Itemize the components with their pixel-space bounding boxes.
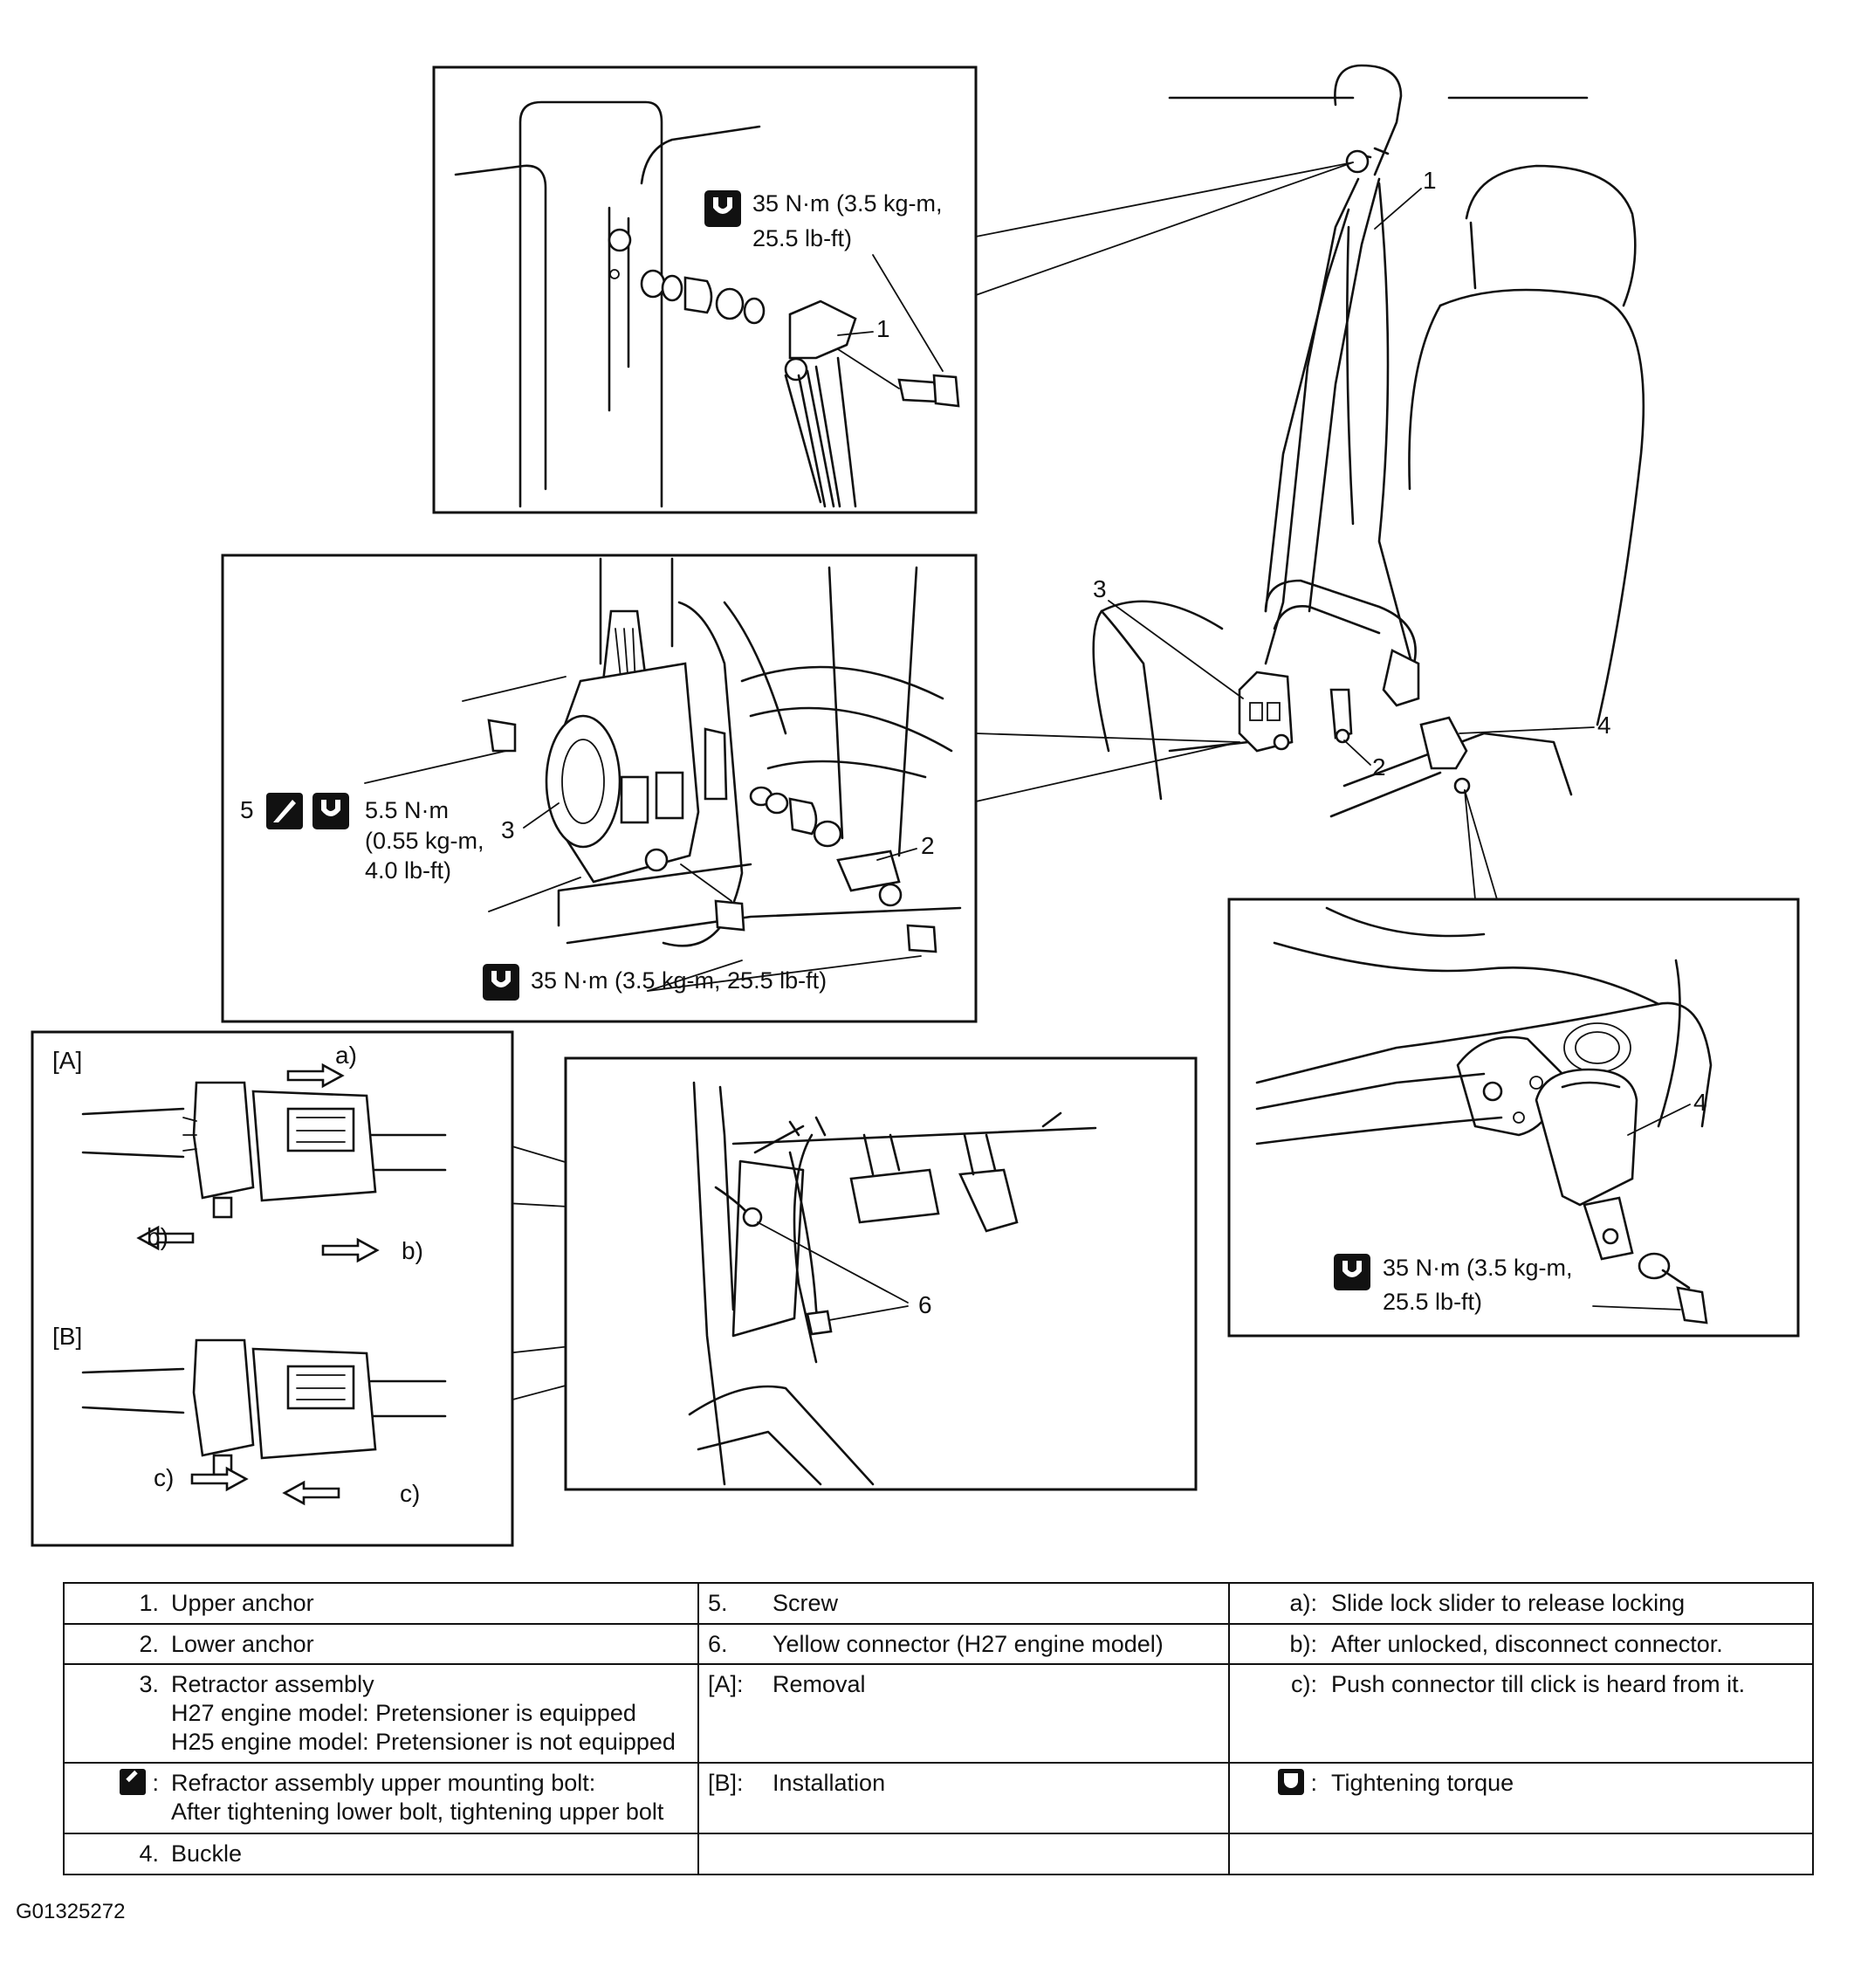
legend-cell (1228, 1833, 1814, 1875)
bolt-icon (266, 793, 303, 829)
buckle-detail: 4 35 N·m (3.5 kg-m, 25.5 lb-ft) (1227, 898, 1800, 1338)
wrench-icon (312, 793, 349, 829)
callout-3: 3 (1093, 575, 1107, 602)
torque-buckle-line2: 25.5 lb-ft) (1383, 1289, 1482, 1315)
torque-retractor-line2: (0.55 kg-m, (365, 828, 484, 854)
installation-tag: [B] (52, 1323, 82, 1350)
legend-cell: :Refractor assembly upper mounting bolt:… (63, 1762, 699, 1835)
legend-cell: :Tightening torque (1228, 1762, 1814, 1835)
torque-retractor-line3: 4.0 lb-ft) (365, 857, 451, 884)
torque-lower-bolts: 35 N·m (3.5 kg-m, 25.5 lb-ft) (531, 967, 827, 994)
torque-upper-line2: 25.5 lb-ft) (752, 225, 852, 251)
legend-cell: 5.Screw (697, 1582, 1230, 1625)
torque-buckle-line1: 35 N·m (3.5 kg-m, (1383, 1255, 1573, 1281)
legend-cell (697, 1833, 1230, 1875)
legend-cell: 6.Yellow connector (H27 engine model) (697, 1622, 1230, 1666)
legend-cell: [B]:Installation (697, 1762, 1230, 1835)
callout-1: 1 (1423, 167, 1437, 194)
seat-illustration: 1 3 2 4 (1092, 64, 1645, 818)
retractor-detail: 2 3 5 5.5 N·m (0.55 kg-m, 4.0 lb-ft) 35 … (221, 554, 978, 1023)
legend-cell: [A]:Removal (697, 1663, 1230, 1764)
legend-cell: b):After unlocked, disconnect connector. (1228, 1622, 1814, 1666)
arrow-c-left-label: c) (154, 1464, 174, 1491)
callout-2-detail: 2 (921, 832, 935, 859)
wrench-icon (704, 190, 741, 227)
legend-cell: a):Slide lock slider to release locking (1228, 1582, 1814, 1625)
legend-cell: 4.Buckle (63, 1833, 699, 1875)
connector-panel: [A] [B] a) b) b) c) c) (31, 1030, 514, 1547)
figure-code: G01325272 (16, 1900, 126, 1923)
callout-6: 6 (918, 1291, 932, 1318)
torque-retractor-line1: 5.5 N·m (365, 797, 449, 823)
arrow-c-right-label: c) (400, 1480, 420, 1507)
removal-tag: [A] (52, 1047, 82, 1074)
callout-4: 4 (1597, 712, 1611, 739)
connector-location-detail: 6 (564, 1056, 1198, 1491)
callout-1-detail: 1 (876, 315, 890, 342)
bolt-icon (119, 1769, 146, 1796)
torque-upper-line1: 35 N·m (3.5 kg-m, (752, 190, 943, 217)
arrow-a-label: a) (335, 1042, 357, 1069)
callout-5: 5 (240, 796, 254, 823)
wrench-icon (1277, 1769, 1304, 1796)
callout-3-detail: 3 (501, 816, 515, 843)
upper-anchor-detail: 1 35 N·m (3.5 kg-m, 25.5 lb-ft) (432, 65, 978, 514)
wrench-icon (483, 964, 519, 1001)
callout-2: 2 (1372, 753, 1386, 781)
legend-table: 1.Upper anchor 5.Screw a):Slide lock sli… (63, 1582, 1814, 1875)
arrow-b-left-label: b) (147, 1223, 168, 1250)
arrow-b-right-label: b) (402, 1237, 423, 1264)
callout-4-detail: 4 (1693, 1089, 1707, 1116)
wrench-icon (1334, 1254, 1370, 1290)
legend-cell: c):Push connector till click is heard fr… (1228, 1663, 1814, 1764)
legend-cell: 1.Upper anchor (63, 1582, 699, 1625)
legend-cell: 2.Lower anchor (63, 1622, 699, 1666)
